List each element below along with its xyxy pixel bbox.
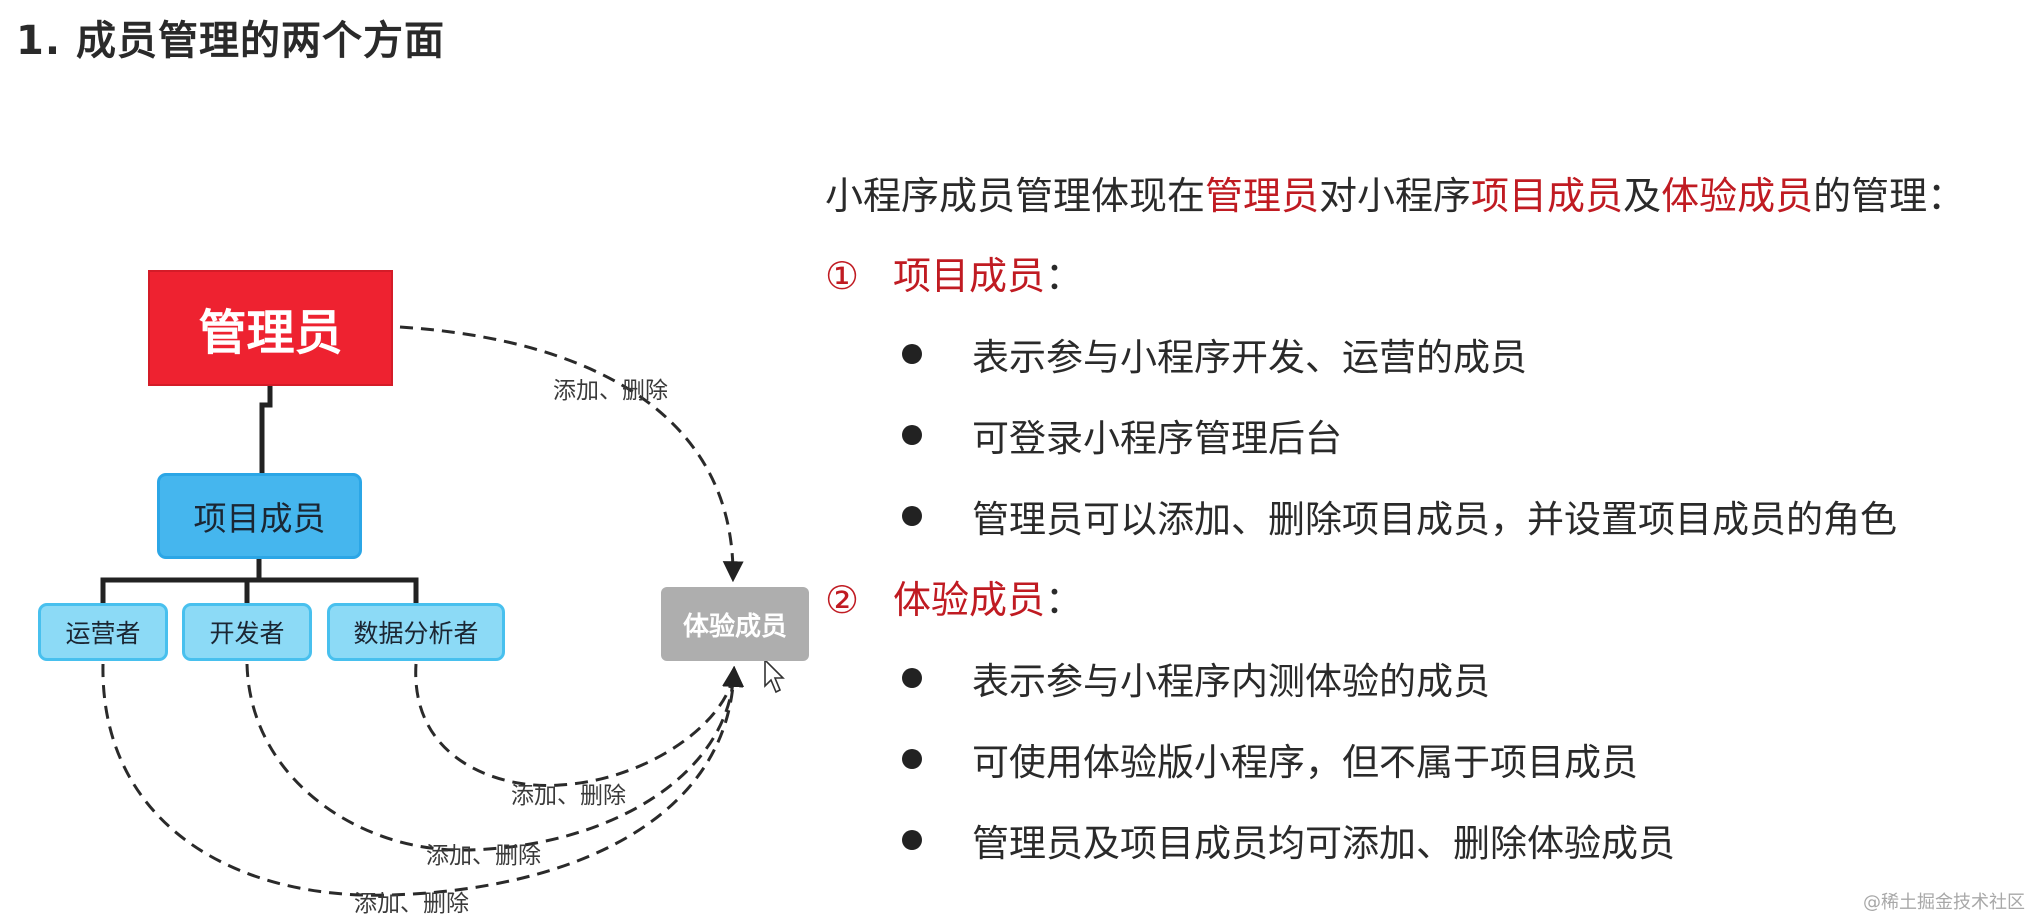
section-project-heading: ① 项目成员：	[825, 245, 1083, 300]
operator-node: 运营者	[38, 603, 168, 661]
bullet-dot-icon	[902, 506, 922, 526]
bullet-text: 表示参与小程序开发、运营的成员	[972, 336, 1527, 379]
project-to-roles-line	[100, 559, 419, 603]
bullet-dot-icon	[902, 749, 922, 769]
page-title: 1. 成员管理的两个方面	[16, 18, 445, 64]
cursor-icon	[764, 658, 785, 694]
section-number: ①	[825, 254, 860, 298]
section-title: 项目成员	[893, 254, 1046, 298]
intro-text-3: 及	[1623, 174, 1662, 218]
section-number: ②	[825, 578, 860, 622]
edge-label-developer: 添加、删除	[426, 843, 541, 869]
developer-to-experience-arrow	[245, 663, 744, 852]
diagram-connectors	[100, 325, 785, 897]
intro-highlight-experience: 体验成员	[1661, 174, 1814, 218]
bullet-text: 可登录小程序管理后台	[972, 417, 1342, 460]
data-analyst-node: 数据分析者	[327, 603, 505, 661]
bullet-text: 管理员及项目成员均可添加、删除体验成员	[972, 822, 1675, 865]
admin-to-experience-arrow	[399, 325, 744, 583]
intro-text-2: 对小程序	[1319, 174, 1472, 218]
operator-to-experience-arrow	[101, 663, 745, 897]
edge-label-operator: 添加、删除	[354, 891, 469, 917]
member-diagram: 管理员 项目成员 运营者 开发者 数据分析者 体验成员 添加、删除 添加、删除 …	[0, 0, 820, 920]
developer-node: 开发者	[182, 603, 312, 661]
section-experience-heading: ② 体验成员：	[825, 569, 1083, 624]
project-member-node: 项目成员	[157, 473, 362, 559]
intro-text-4: 的管理：	[1813, 174, 1966, 218]
bullet-dot-icon	[902, 425, 922, 445]
experience-member-node: 体验成员	[661, 587, 809, 661]
analyst-to-experience-arrow	[414, 663, 744, 788]
section-colon: ：	[1045, 578, 1084, 622]
bullet-dot-icon	[902, 830, 922, 850]
edge-label-analyst: 添加、删除	[511, 783, 626, 809]
section-colon: ：	[1045, 254, 1084, 298]
admin-node: 管理员	[148, 270, 393, 386]
bullet-text: 可使用体验版小程序，但不属于项目成员	[972, 741, 1638, 784]
bullet-text: 表示参与小程序内测体验的成员	[972, 660, 1490, 703]
watermark: @稀土掘金技术社区	[1863, 892, 2025, 913]
intro-highlight-project: 项目成员	[1471, 174, 1624, 218]
intro-highlight-admin: 管理员	[1205, 174, 1320, 218]
bullet-text: 管理员可以添加、删除项目成员，并设置项目成员的角色	[972, 498, 1897, 541]
section-title: 体验成员	[893, 578, 1046, 622]
admin-to-project-line	[259, 386, 273, 473]
intro-text-1: 小程序成员管理体现在	[825, 174, 1206, 218]
edge-label-admin: 添加、删除	[553, 378, 668, 404]
bullet-dot-icon	[902, 668, 922, 688]
intro-sentence: 小程序成员管理体现在管理员对小程序项目成员及体验成员的管理：	[825, 165, 1965, 220]
bullet-dot-icon	[902, 344, 922, 364]
